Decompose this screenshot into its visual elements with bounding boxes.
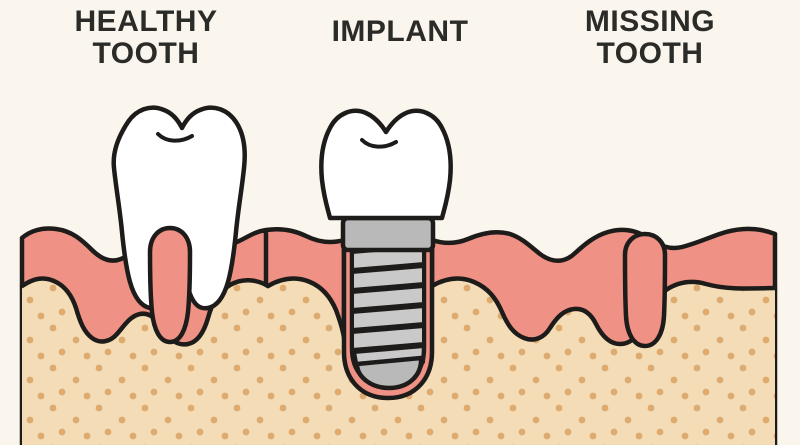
bone-outline-right: [429, 276, 778, 347]
label-healthy-tooth: HEALTHY TOOTH: [74, 5, 218, 71]
implant-group: [319, 108, 453, 401]
healthy-tooth-group: [111, 105, 247, 311]
implant-abutment-collar: [340, 215, 436, 253]
healthy-root-gum-fill: [147, 225, 193, 345]
label-implant: IMPLANT: [331, 15, 469, 48]
missing-tooth-socket-group: [622, 231, 668, 349]
label-missing-tooth: MISSING TOOTH: [584, 5, 716, 71]
implant-threads: [350, 244, 426, 370]
implant-screw-tip: [354, 355, 424, 391]
implant-crown-fissure-line: [360, 138, 398, 149]
healthy-tooth-gum-collar: [147, 225, 193, 345]
implant-crown: [319, 108, 453, 221]
missing-tooth-socket-ridge: [622, 231, 668, 349]
healthy-tooth-body: [111, 105, 247, 311]
healthy-tooth-fissure-line: [156, 132, 194, 143]
